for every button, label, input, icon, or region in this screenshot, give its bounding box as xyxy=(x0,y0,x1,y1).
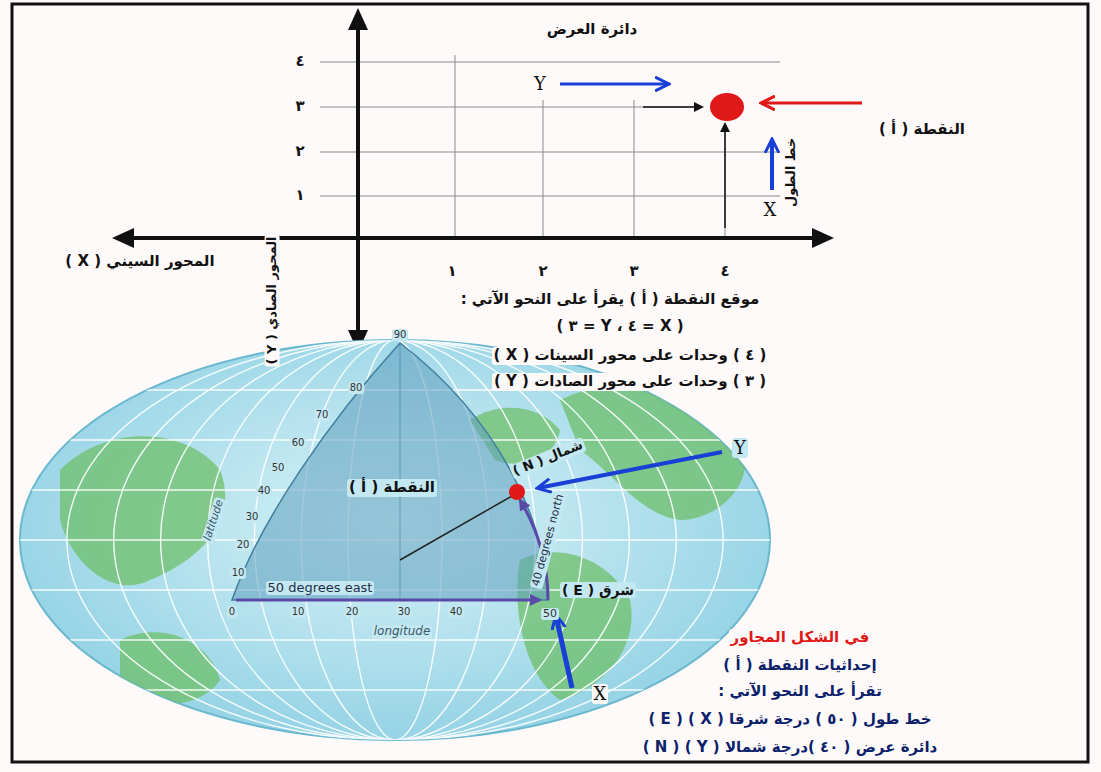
axis-number: ٢ xyxy=(293,143,306,160)
point-label: النقطة ( أ ) xyxy=(347,479,437,496)
axis-number: ٣ xyxy=(627,263,640,280)
scale-number: 20 xyxy=(344,606,361,618)
scale-number: 10 xyxy=(230,567,247,579)
note-line: تقرأ على النحو الآتي : xyxy=(716,683,884,700)
globe-map xyxy=(0,340,1101,740)
note-line: إحداثيات النقطة ( أ ) xyxy=(721,657,878,674)
axis-title: خط الطول xyxy=(785,135,800,208)
scale-number: 50 xyxy=(270,462,287,474)
scale-number: 30 xyxy=(396,606,413,618)
scale-number: 40 xyxy=(256,485,273,497)
scale-number: 90 xyxy=(392,329,409,341)
note-line: دائرة عرض ( ٤٠ )درجة شمالا ( Y ) ( N ) xyxy=(641,739,940,756)
explanation-line: ( ٣ ) وحدات على محور الصادات ( Y ) xyxy=(492,373,768,390)
axis-number: ٣ xyxy=(293,98,306,115)
scale-number: 30 xyxy=(244,511,261,523)
explanation-line: ( ٤ ) وحدات على محور السينات ( X ) xyxy=(492,347,769,364)
explanation-line: ( X = ٤ ، Y = ٣ ) xyxy=(554,318,685,335)
axis-letter: X xyxy=(762,200,779,221)
scale-number: 80 xyxy=(348,382,365,394)
axis-name: longitude xyxy=(372,625,433,639)
scale-number: 40 xyxy=(448,606,465,618)
axis-number: ٤ xyxy=(293,53,306,70)
axis-arrowheads xyxy=(112,8,834,352)
grid xyxy=(320,55,780,238)
point-label: النقطة ( أ ) xyxy=(877,121,967,138)
axis-title: دائرة العرض xyxy=(545,21,640,38)
direction-label: شرق ( E ) xyxy=(560,582,636,598)
blue-arrow xyxy=(560,83,668,86)
axis-letter: Y xyxy=(532,74,548,95)
scale-number: 70 xyxy=(314,409,331,421)
longitude-arrow xyxy=(236,599,540,602)
axis-letter: X xyxy=(592,684,609,705)
point-dot xyxy=(509,484,525,500)
frame xyxy=(12,4,1088,762)
axis-number: ٢ xyxy=(536,263,549,280)
radius-line xyxy=(400,496,512,560)
red-arrow xyxy=(762,102,862,105)
blue-arrow xyxy=(770,140,774,190)
scale-number: 20 xyxy=(235,539,252,551)
axis-letter: Y xyxy=(732,438,748,459)
blue-arrow xyxy=(556,616,572,688)
arrow-label: 50 degrees east xyxy=(266,581,375,596)
note-heading: في الشكل المجاور xyxy=(729,629,872,646)
note-line: خط طول ( ٥٠ ) درجة شرقا ( X ) ( E ) xyxy=(646,711,933,728)
axis-label: المحور الصادي ( Y ) xyxy=(265,234,280,366)
leader-arrow xyxy=(724,124,726,228)
axes xyxy=(128,24,818,338)
axis-number: ٤ xyxy=(718,263,731,280)
axis-number: ١ xyxy=(445,263,458,280)
scale-number: 10 xyxy=(290,606,307,618)
scale-number: 0 xyxy=(227,606,237,618)
scale-number: 60 xyxy=(290,437,307,449)
explanation-line: موقع النقطة ( أ ) يقرأ على النحو الآتي : xyxy=(459,291,762,308)
leader-arrow xyxy=(643,106,702,108)
axis-label: المحور السيني ( X ) xyxy=(63,253,216,270)
axis-number: ١ xyxy=(293,187,306,204)
scale-number: 50 xyxy=(541,608,559,621)
point-dot xyxy=(710,93,744,121)
